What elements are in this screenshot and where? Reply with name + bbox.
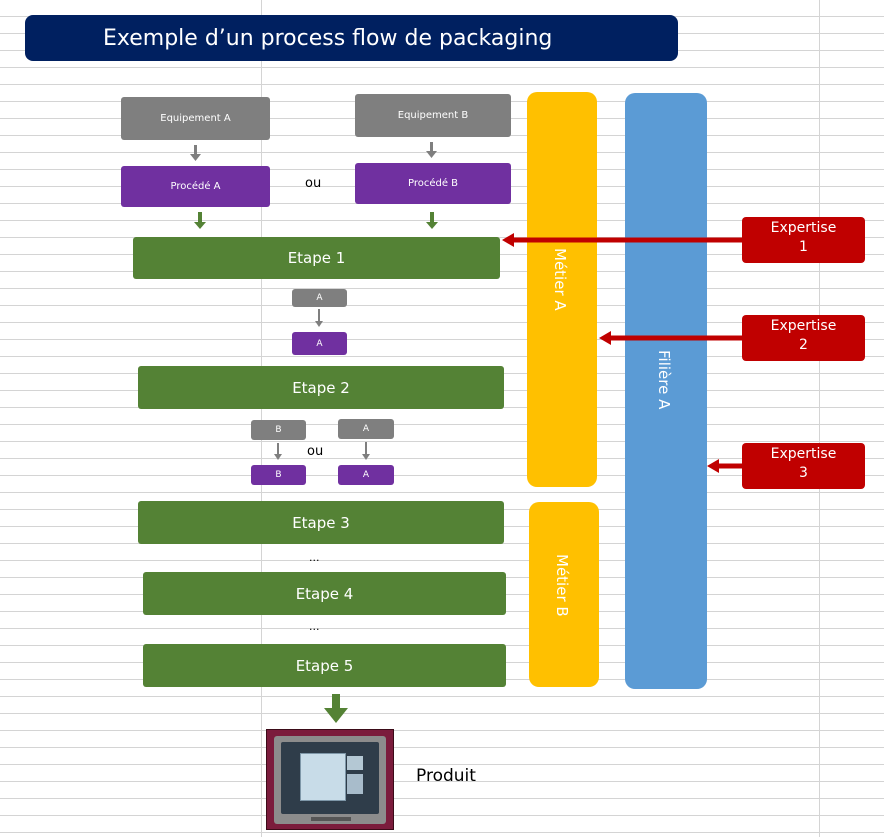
- metier-a-bar: [527, 92, 597, 487]
- step-2-label: Etape 2: [292, 378, 350, 397]
- mini-procede-a-2: A: [338, 465, 394, 485]
- filiere-a-label: Filière A: [655, 350, 673, 410]
- mini-equipment-a: A: [292, 289, 347, 307]
- mini-procede-a-2-label: A: [362, 470, 370, 480]
- step-1-label: Etape 1: [287, 249, 346, 267]
- mini-equipment-a-label: A: [316, 293, 323, 303]
- green-arrows: [194, 212, 438, 723]
- metier-b-bar: [529, 502, 599, 687]
- grid-column-line: [819, 0, 820, 837]
- expertise-2-box: Expertise 2: [742, 315, 865, 361]
- page-title: Exemple d’un process flow de packaging: [103, 25, 553, 51]
- step-4: Etape 4: [143, 572, 506, 615]
- product-chip-image: [266, 729, 394, 830]
- metier-a-label: Métier A: [551, 248, 569, 311]
- equipment-b-box: Equipement B: [355, 94, 511, 137]
- equipment-a-box: Equipement A: [121, 97, 270, 140]
- step-1: Etape 1: [133, 237, 500, 279]
- step-3-label: Etape 3: [292, 513, 350, 532]
- mini-equipment-b-label: B: [275, 425, 282, 435]
- expertise-1-label: Expertise: [770, 220, 837, 236]
- gray-arrows: [190, 142, 437, 460]
- procede-a-label: Procédé A: [170, 181, 221, 192]
- title-banner: Exemple d’un process flow de packaging: [25, 15, 678, 61]
- expertise-1-number: 1: [799, 239, 808, 255]
- mini-equipment-b: B: [251, 420, 306, 440]
- ou-label-mini: ou: [307, 444, 324, 459]
- expertise-2-number: 2: [799, 337, 808, 353]
- product-label: Produit: [416, 766, 476, 786]
- ellipsis-3-4: ...: [309, 551, 320, 564]
- procede-a-box: Procédé A: [121, 166, 270, 207]
- grid-column-line: [261, 0, 262, 837]
- expertise-3-number: 3: [799, 465, 808, 481]
- mini-procede-a-label: A: [316, 338, 323, 349]
- expertise-3-box: Expertise 3: [742, 443, 865, 489]
- filiere-a-bar: [625, 93, 707, 689]
- step-3: Etape 3: [138, 501, 504, 544]
- ou-label-top: ou: [305, 176, 322, 191]
- step-2: Etape 2: [138, 366, 504, 409]
- mini-procede-a: A: [292, 332, 347, 355]
- mini-procede-b: B: [251, 465, 306, 485]
- procede-b-box: Procédé B: [355, 163, 511, 204]
- ellipsis-4-5: ...: [309, 620, 320, 633]
- step-5-label: Etape 5: [295, 656, 354, 675]
- mini-procede-b-label: B: [275, 470, 282, 480]
- procede-b-label: Procédé B: [407, 178, 459, 189]
- expertise-3-label: Expertise: [770, 446, 837, 462]
- red-arrows: [502, 233, 742, 473]
- equipment-b-label: Equipement B: [397, 110, 469, 121]
- equipment-a-label: Equipement A: [160, 113, 231, 124]
- expertise-2-label: Expertise: [770, 318, 837, 334]
- mini-equipment-a-2: A: [338, 419, 394, 439]
- metier-b-label: Métier B: [553, 554, 571, 617]
- mini-equipment-a-2-label: A: [362, 424, 370, 434]
- step-4-label: Etape 4: [295, 584, 354, 603]
- step-5: Etape 5: [143, 644, 506, 687]
- expertise-1-box: Expertise 1: [742, 217, 865, 263]
